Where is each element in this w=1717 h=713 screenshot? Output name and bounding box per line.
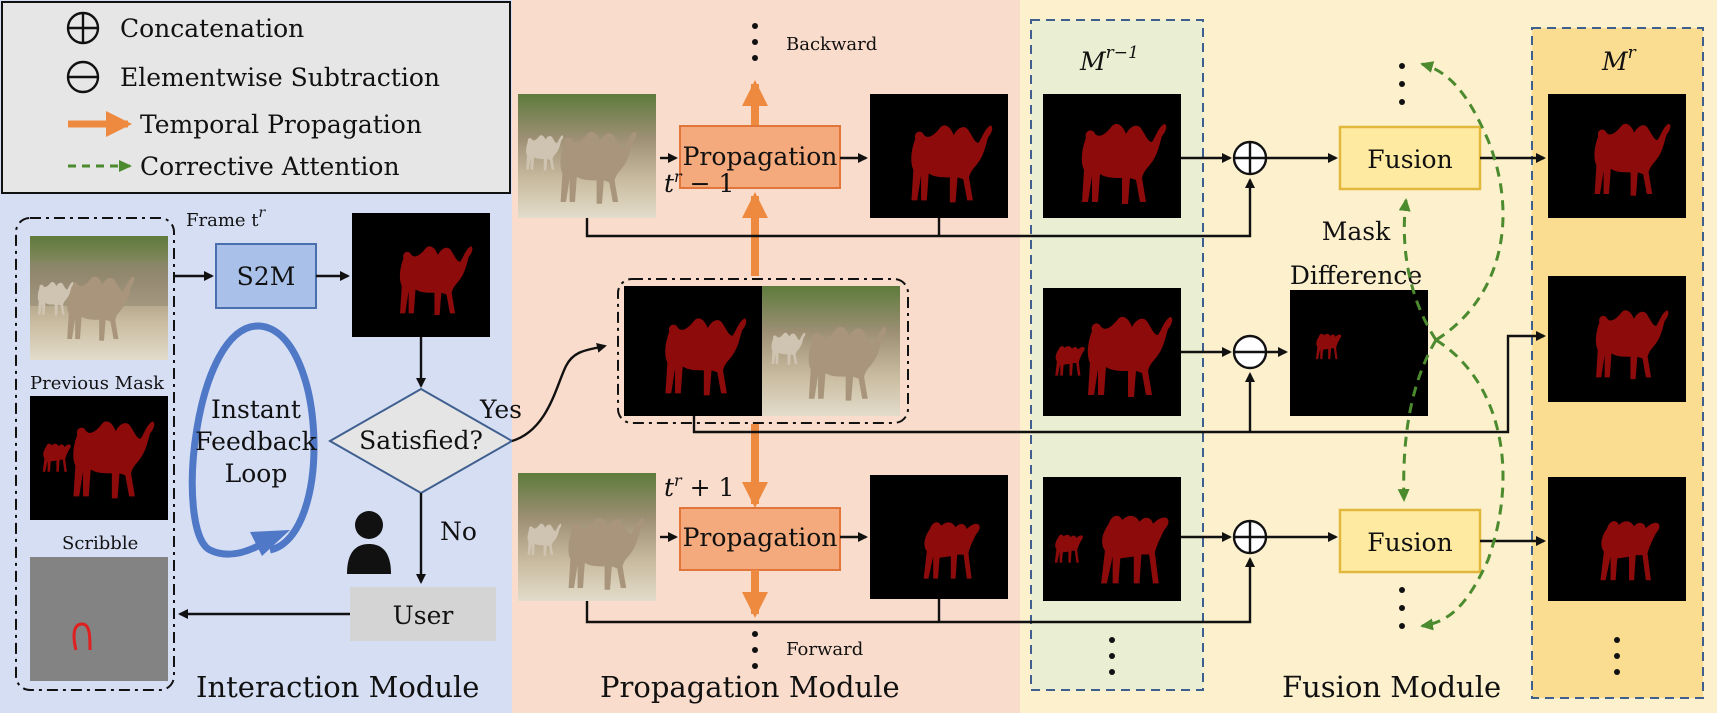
- loop-line-2: Feedback: [195, 427, 317, 456]
- bottom-skip-connection: [585, 557, 1255, 624]
- fusion-top-dot-3: [1399, 99, 1405, 105]
- fusion-box-top: Fusion: [1338, 125, 1482, 191]
- mask-diff-line-1: Mask: [1322, 217, 1391, 246]
- user-icon: [347, 511, 391, 574]
- previous-mask-label: Previous Mask: [30, 373, 165, 394]
- legend-corrective: Corrective Attention: [140, 152, 400, 181]
- yes-label: Yes: [479, 395, 522, 424]
- fusion-bottom-dot-1: [1399, 587, 1405, 593]
- mprev-mask-bottom: [1043, 477, 1181, 601]
- previous-mask-image: [30, 396, 168, 520]
- mcur-mask-middle: [1548, 276, 1686, 402]
- concat-top-icon: [1232, 140, 1268, 176]
- mcur-dot-2: [1614, 653, 1620, 659]
- backward-prop-mask: [870, 94, 1008, 218]
- s2m-output-mask: [352, 213, 490, 337]
- mcur-dot-3: [1614, 669, 1620, 675]
- backward-dot-3: [752, 55, 758, 61]
- t-plus-label: tr + 1: [664, 471, 734, 502]
- fusion-bottom-label: Fusion: [1367, 528, 1452, 557]
- legend: Concatenation Elementwise Subtraction Te…: [1, 1, 511, 194]
- frame-t-label: Frame tr: [186, 205, 267, 231]
- scribble-image: [30, 557, 168, 681]
- t-minus-label: tr − 1: [664, 167, 734, 198]
- mcur-mask-top: [1548, 94, 1686, 218]
- mid-skip-connection: [692, 331, 1546, 434]
- legend-subtract: Elementwise Subtraction: [120, 63, 440, 92]
- mprev-dot-3: [1109, 669, 1115, 675]
- legend-temporal: Temporal Propagation: [140, 110, 422, 139]
- loop-line-1: Instant: [211, 395, 301, 424]
- concat-bottom-icon: [1232, 519, 1268, 555]
- forward-prop-label: Propagation: [683, 523, 838, 552]
- satisfied-label: Satisfied?: [359, 426, 483, 455]
- fusion-top-dot-1: [1399, 63, 1405, 69]
- concat-icon: [66, 11, 100, 45]
- input-stack-frame: [15, 217, 175, 691]
- satisfied-frame-photo: [762, 286, 900, 416]
- yes-arrow: [511, 342, 607, 443]
- backward-label: Backward: [786, 34, 877, 55]
- top-skip-connection: [585, 178, 1255, 238]
- propagation-module-title: Propagation Module: [600, 670, 900, 704]
- backward-dot-1: [752, 23, 758, 29]
- user-box: User: [350, 587, 496, 641]
- mprev-mask-middle: [1043, 288, 1181, 416]
- fusion-top-label: Fusion: [1367, 145, 1452, 174]
- forward-prop-mask: [870, 475, 1008, 599]
- satisfied-decision: Satisfied?: [327, 387, 515, 495]
- m-cur-header: Mr: [1601, 43, 1637, 76]
- subtract-icon: [66, 60, 100, 94]
- no-label: No: [440, 517, 477, 546]
- satisfied-pair-frame: [617, 278, 909, 424]
- forward-propagation-box: Propagation: [679, 507, 841, 571]
- forward-dot-3: [752, 663, 758, 669]
- fusion-bottom-dot-2: [1399, 605, 1405, 611]
- m-prev-header: Mr−1: [1079, 43, 1139, 76]
- satisfied-mask: [624, 286, 762, 416]
- loop-line-3: Loop: [225, 459, 288, 488]
- next-frame-photo: [518, 473, 656, 601]
- interaction-module-title: Interaction Module: [196, 670, 479, 704]
- mcur-dot-1: [1614, 637, 1620, 643]
- mask-diff-line-2: Difference: [1290, 261, 1422, 290]
- s2m-box: S2M: [215, 243, 317, 309]
- mask-difference-image: [1290, 290, 1428, 416]
- forward-label: Forward: [786, 639, 863, 660]
- mprev-dot-1: [1109, 637, 1115, 643]
- fusion-top-dot-2: [1399, 81, 1405, 87]
- fusion-bottom-dot-3: [1399, 623, 1405, 629]
- fusion-module-title: Fusion Module: [1282, 670, 1501, 704]
- mprev-dot-2: [1109, 653, 1115, 659]
- input-frame-photo: [30, 236, 168, 360]
- mcur-mask-bottom: [1548, 477, 1686, 601]
- fusion-box-bottom: Fusion: [1338, 508, 1482, 574]
- backward-prop-label: Propagation: [683, 142, 838, 171]
- feedback-loop-icon: [188, 322, 318, 558]
- corrective-attention-arrows: [1397, 61, 1505, 631]
- legend-concat: Concatenation: [120, 14, 304, 43]
- mprev-mask-top: [1043, 94, 1181, 218]
- subtract-mid-icon: [1232, 334, 1268, 370]
- backward-dot-2: [752, 39, 758, 45]
- scribble-label: Scribble: [62, 533, 138, 554]
- forward-dot-1: [752, 631, 758, 637]
- s2m-label: S2M: [237, 262, 296, 291]
- user-label: User: [393, 601, 454, 630]
- forward-dot-2: [752, 647, 758, 653]
- prev-frame-photo: [518, 94, 656, 218]
